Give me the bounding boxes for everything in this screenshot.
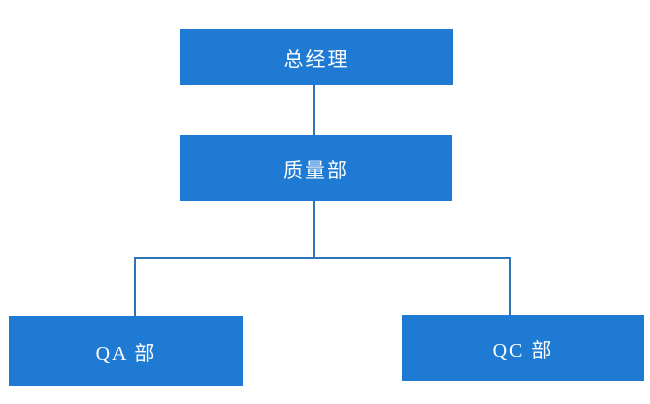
- node-qc-dept: QC 部: [402, 315, 644, 381]
- node-general-manager: 总经理: [180, 29, 453, 85]
- connector-quality-stem: [313, 201, 315, 258]
- connector-to-qc: [509, 257, 511, 315]
- node-qa-dept: QA 部: [9, 316, 243, 386]
- node-qc-dept-label: QC 部: [492, 339, 554, 362]
- node-quality-dept-label: 质量部: [283, 159, 349, 182]
- node-quality-dept: 质量部: [180, 135, 452, 201]
- connector-horizontal-bar: [134, 257, 511, 259]
- connector-gm-to-quality: [313, 85, 315, 135]
- node-qa-dept-label: QA 部: [95, 342, 157, 365]
- node-general-manager-label: 总经理: [283, 48, 350, 71]
- connector-to-qa: [134, 257, 136, 316]
